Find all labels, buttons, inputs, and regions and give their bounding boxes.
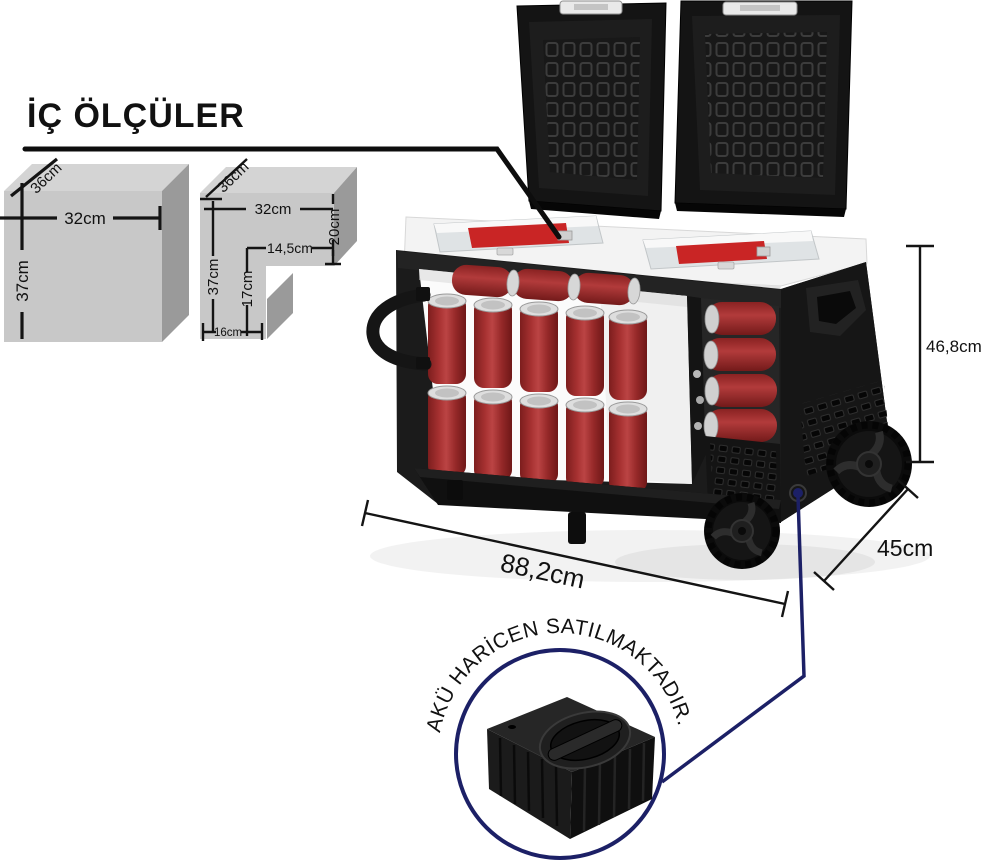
horizontal-cans — [451, 264, 641, 306]
right-handle — [806, 280, 866, 336]
isometric-l-box — [200, 167, 357, 339]
dim-label-product-depth: 45cm — [877, 535, 933, 561]
can-icon — [565, 397, 605, 489]
dim-label-height: 37cm — [205, 259, 222, 296]
dim-label-width: 32cm — [64, 209, 106, 228]
battery-image — [487, 697, 655, 839]
dim-label-bottom-width: 16cm — [214, 327, 242, 339]
front-wheel — [704, 493, 780, 569]
can-icon — [473, 297, 513, 389]
depth-dimension-line — [813, 479, 919, 591]
dim-label-height: 37cm — [13, 260, 32, 302]
width-dimension-line — [360, 499, 790, 618]
cooler-product-image — [366, 0, 930, 582]
foot — [568, 512, 586, 544]
can-icon — [565, 305, 605, 397]
can-icon — [519, 301, 559, 393]
callout-connector-line — [660, 495, 806, 784]
foot — [447, 480, 463, 500]
dim-label-product-height: 46,8cm — [926, 337, 982, 356]
can-icon — [473, 389, 513, 481]
right-rear-wheel — [826, 421, 912, 507]
dim-label-width: 32cm — [255, 201, 292, 218]
body — [396, 250, 891, 544]
can-top-right — [676, 241, 767, 264]
isometric-box — [4, 164, 189, 342]
depth-dimension-line — [9, 157, 59, 198]
width-dimension-line — [0, 206, 162, 230]
can-icon — [427, 385, 467, 477]
right-compartment-dimensions-diagram: 36cm 32cm 20cm 14,5cm 17cm 37cm 16cm — [200, 158, 357, 341]
height-dimension-line — [906, 244, 934, 464]
floor-shadow — [370, 530, 930, 582]
depth-dimension-line — [205, 158, 248, 198]
left-lid-open — [516, 0, 667, 219]
left-compartment-dimensions-diagram: 36cm 32cm 37cm — [0, 157, 189, 342]
dim-label-right-height: 20cm — [326, 209, 343, 246]
title-block: İÇ ÖLÇÜLER — [22, 97, 562, 240]
step-width-dimension-line — [245, 240, 335, 259]
can-top-left — [468, 223, 569, 248]
page-title: İÇ ÖLÇÜLER — [27, 97, 245, 135]
bottom-width-dimension-line — [201, 323, 264, 341]
right-lid-open — [674, 0, 853, 217]
can-icon — [608, 401, 648, 493]
height-dimension-line — [200, 197, 222, 333]
right-compartment-cans — [703, 302, 777, 442]
dim-label-step-width: 14,5cm — [267, 240, 313, 256]
title-pointer-line — [22, 146, 562, 240]
dim-label-step-height: 17cm — [239, 271, 256, 308]
can-icon — [519, 393, 559, 485]
can-icon — [608, 309, 648, 401]
left-handle — [366, 287, 432, 371]
can-icon — [427, 293, 467, 385]
